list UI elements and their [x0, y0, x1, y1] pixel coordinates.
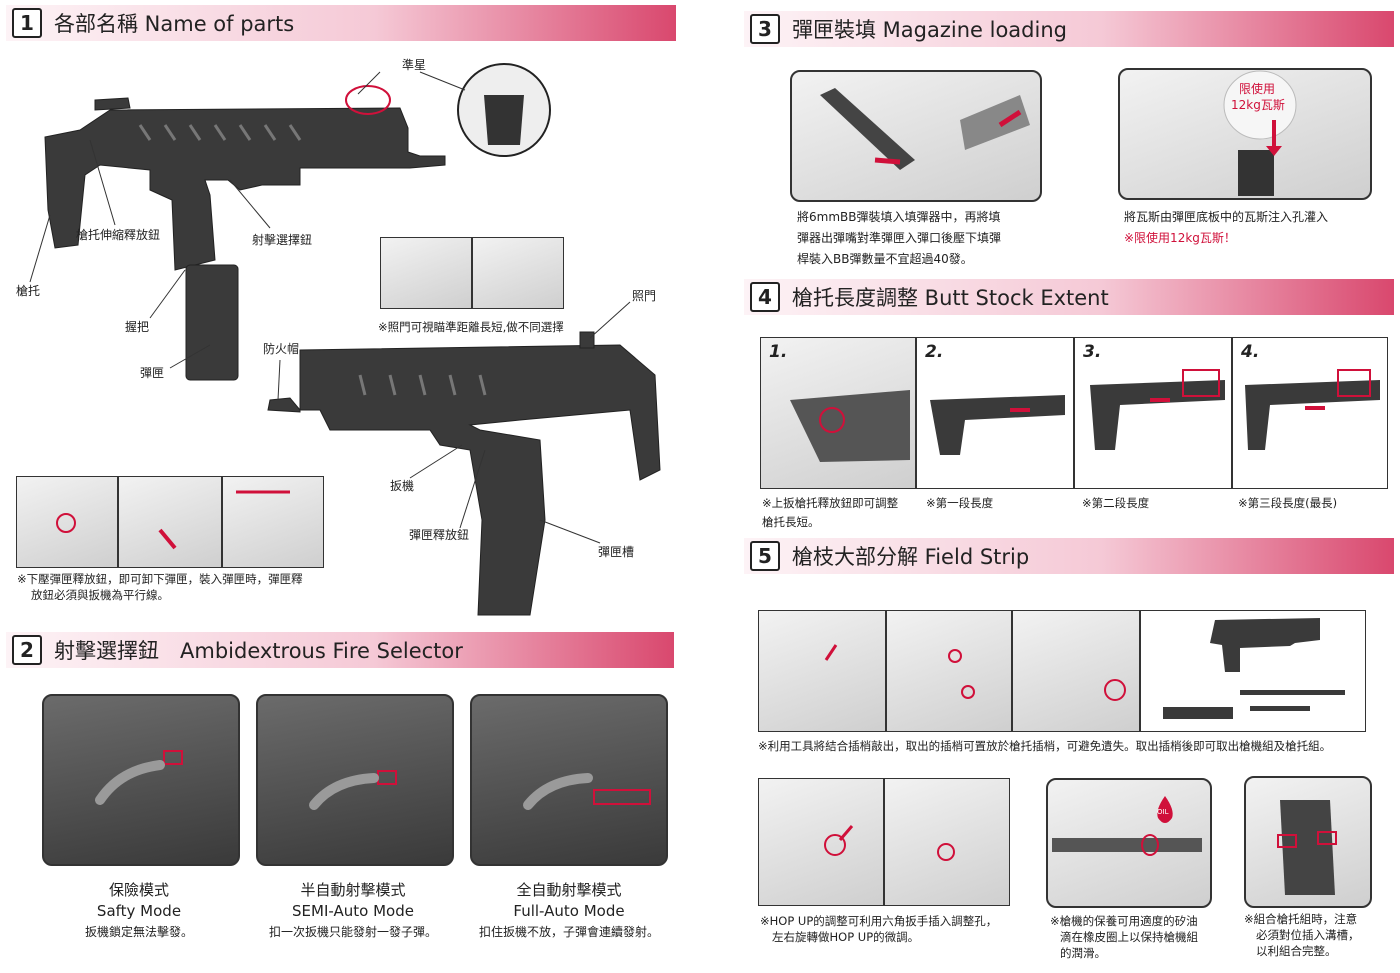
mag-release-photo-2	[118, 476, 222, 568]
stock-assembly-sketch	[1277, 800, 1337, 895]
mag-release-photo-1	[16, 476, 118, 568]
step-number: 1.	[769, 342, 788, 362]
mag-release-highlights	[56, 490, 290, 550]
mag-loading-left-3: 桿裝入BB彈數量不宜超過40發。	[797, 252, 973, 266]
oil-sketch	[1052, 796, 1202, 856]
label-stock-release: 槍托伸縮釋放鈕	[76, 228, 161, 242]
fire-mode-en: SEMI-Auto Mode	[292, 902, 414, 920]
oil-note-3: 的潤滑。	[1060, 946, 1106, 960]
section-1-header: 1 各部名稱 Name of parts	[6, 5, 676, 41]
step-number: 3.	[1083, 342, 1102, 362]
fire-mode-zh: 全自動射擊模式	[516, 881, 622, 899]
hop-up-note-2: 左右旋轉做HOP UP的微調。	[772, 930, 920, 944]
section-3-header: 3 彈匣裝填 Magazine loading	[744, 11, 1394, 47]
hop-up-sketch	[824, 825, 955, 861]
label-mag-well: 彈匣槽	[598, 545, 635, 559]
field-strip-photo-3	[1012, 610, 1140, 732]
stock-assembly-note-1: ※組合槍托組時，注意	[1244, 912, 1358, 926]
stock-step-caption-1b: 槍托長短。	[762, 515, 820, 529]
fire-mode-photo-safe	[42, 694, 240, 866]
step-number: 4.	[1241, 342, 1260, 362]
label-mag-release: 彈匣釋放鈕	[409, 528, 470, 542]
fire-mode-en: Safty Mode	[96, 902, 182, 920]
stock-step-caption-2: ※第一段長度	[926, 496, 994, 510]
field-strip-photo-1	[758, 610, 886, 732]
mag-release-note-1: ※下壓彈匣釋放鈕，即可卸下彈匣，裝入彈匣時，彈匣釋	[17, 572, 303, 586]
mag-loading-right-1: 將瓦斯由彈匣底板中的瓦斯注入孔灌入	[1124, 210, 1329, 224]
fire-mode-zh: 保險模式	[108, 881, 169, 899]
section-4-header: 4 槍托長度調整 Butt Stock Extent	[744, 279, 1394, 315]
step-number: 2.	[925, 342, 944, 362]
stock-step-caption-4: ※第三段長度(最長)	[1238, 496, 1338, 510]
section-title: 彈匣裝填 Magazine loading	[792, 18, 1067, 42]
section-title: 射擊選擇鈕 Ambidextrous Fire Selector	[54, 639, 463, 663]
fire-mode-highlights	[95, 750, 651, 810]
label-trigger: 扳機	[390, 479, 415, 493]
hop-up-photo-1	[758, 778, 884, 906]
oil-drop-tag: OIL	[1157, 808, 1169, 816]
fire-mode-desc: 扣住扳機不放，子彈會連續發射。	[478, 925, 659, 939]
section-2-header: 2 射擊選擇鈕 Ambidextrous Fire Selector	[6, 632, 674, 668]
fire-mode-en: Full-Auto Mode	[513, 902, 625, 920]
fire-mode-caption-full: 全自動射擊模式 Full-Auto Mode 扣住扳機不放，子彈會連續發射。	[466, 880, 672, 943]
gas-loading-sketch	[1223, 70, 1297, 196]
field-strip-photo-2	[886, 610, 1012, 732]
mag-loading-photo-bb	[790, 70, 1042, 202]
mag-release-note-2: 放鈕必須與扳機為平行線。	[31, 588, 169, 602]
bb-loading-sketch	[820, 88, 1030, 170]
section-number: 3	[750, 14, 780, 44]
section-5-header: 5 槍枝大部分解 Field Strip	[744, 538, 1394, 574]
section-title: 各部名稱 Name of parts	[54, 12, 295, 36]
section-number: 4	[750, 282, 780, 312]
field-strip-note: ※利用工具將結合插梢敲出，取出的插梢可置放於槍托插梢，可避免遺失。取出插梢後即可…	[758, 739, 1332, 753]
label-grip: 握把	[125, 320, 150, 334]
fire-mode-caption-safe: 保險模式 Safty Mode 扳機鎖定無法擊發。	[42, 880, 236, 943]
fire-mode-desc: 扳機鎖定無法擊發。	[84, 925, 193, 939]
section-number: 5	[750, 541, 780, 571]
stock-step-caption-1a: ※上扳槍托釋放鈕即可調整	[762, 496, 899, 510]
fire-mode-caption-semi: 半自動射擊模式 SEMI-Auto Mode 扣一次扳機只能發射一發子彈。	[250, 880, 456, 943]
stock-assembly-note-3: 以利組合完整。	[1256, 944, 1337, 958]
rear-sight-photo-2	[472, 237, 564, 309]
gas-tag-line-1: 限使用	[1239, 82, 1276, 96]
stock-assembly-note-2: 必須對位插入溝槽，	[1256, 928, 1360, 942]
rear-sight-note: ※照門可視瞄準距離長短,做不同選擇	[378, 320, 564, 334]
section-title: 槍枝大部分解 Field Strip	[792, 545, 1030, 569]
label-magazine: 彈匣	[140, 366, 165, 380]
fire-mode-zh: 半自動射擊模式	[300, 881, 406, 899]
oil-note-2: 滴在橡皮圈上以保持槍機組	[1060, 930, 1198, 944]
label-rear-sight: 照門	[632, 289, 657, 303]
mag-loading-right-2: ※限使用12kg瓦斯！	[1124, 231, 1236, 245]
label-stock: 槍托	[16, 284, 41, 298]
label-fire-selector: 射擊選擇鈕	[252, 233, 313, 247]
section-title: 槍托長度調整 Butt Stock Extent	[792, 286, 1109, 310]
gun-illustration-top	[29, 63, 551, 381]
hop-up-photo-2	[884, 778, 1010, 906]
mag-loading-left-1: 將6mmBB彈裝填入填彈器中，再將填	[797, 210, 1001, 224]
stock-steps-sketch	[790, 369, 1380, 462]
fire-mode-desc: 扣一次扳機只能發射一發子彈。	[268, 925, 437, 939]
section-number: 1	[12, 8, 42, 38]
section-number: 2	[12, 635, 42, 665]
oil-note-1: ※槍機的保養可用適度的矽油	[1050, 914, 1198, 928]
mag-release-photo-3	[222, 476, 324, 568]
mag-loading-left-2: 彈器出彈嘴對準彈匣入彈口後壓下填彈	[797, 231, 1002, 245]
label-front-sight: 準星	[402, 58, 427, 72]
rear-sight-photo-1	[380, 237, 472, 309]
field-strip-sketch	[824, 618, 1345, 719]
label-flash-hider: 防火帽	[263, 342, 300, 356]
gun-illustration-side	[267, 301, 661, 616]
hop-up-note-1: ※HOP UP的調整可利用六角扳手插入調整孔，	[760, 914, 998, 928]
gas-tag-line-2: 12kg瓦斯	[1231, 98, 1285, 112]
stock-step-caption-3: ※第二段長度	[1082, 496, 1150, 510]
